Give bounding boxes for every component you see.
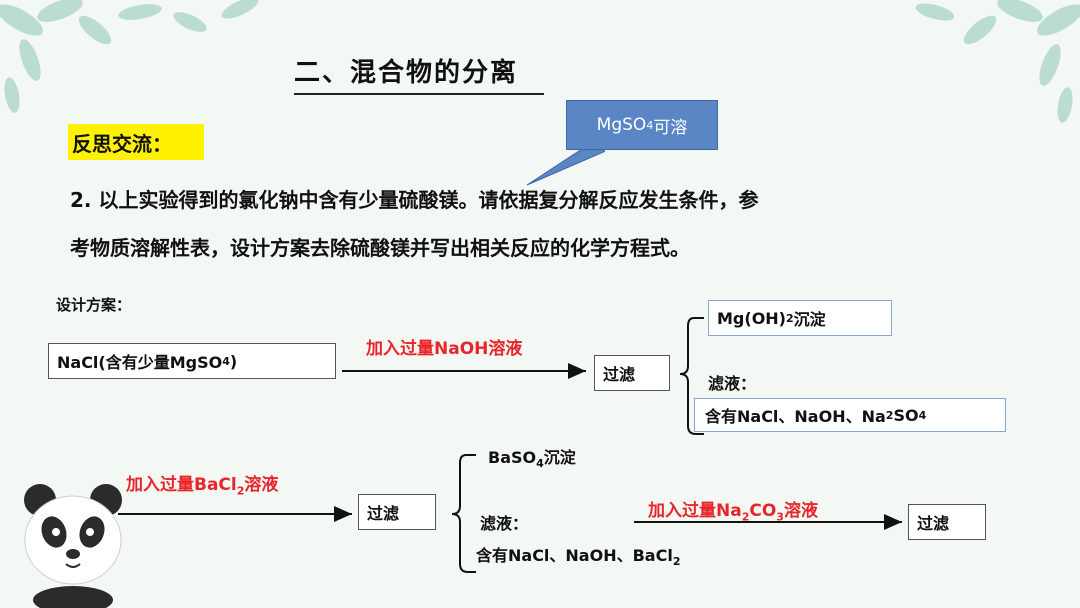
callout-text: MgSO	[596, 115, 647, 135]
filtrate-contents-1: 含有NaCl、NaOH、Na	[705, 407, 886, 426]
question-line-2: 考物质溶解性表，设计方案去除硫酸镁并写出相关反应的化学方程式。	[70, 236, 690, 260]
mgoh2-precipitate-word: 沉淀	[793, 310, 826, 329]
filtrate-label-2: 滤液：	[480, 514, 529, 533]
leaf-decoration-left	[0, 0, 259, 113]
reagent-naoh-label: 加入过量NaOH溶液	[366, 339, 523, 359]
filtrate-subscript-1a: 2	[885, 408, 894, 422]
brace-step1	[679, 317, 704, 435]
reagent-na2co3-subscript-2: 3	[776, 510, 784, 524]
reagent-na2co3-text: 加入过量Na	[648, 501, 742, 521]
reagent-bacl2-label: 加入过量BaCl2溶液	[126, 470, 278, 497]
question-line-1: 2. 以上实验得到的氯化钠中含有少量硫酸镁。请依据复分解反应发生条件，参	[70, 188, 759, 212]
filtrate-subscript-1b: 4	[918, 408, 927, 422]
baso4-precipitate-word: 沉淀	[543, 448, 576, 467]
callout-subscript: 4	[646, 118, 654, 132]
reagent-na2co3-text-b: CO	[749, 501, 777, 521]
reagent-na2co3-solution: 溶液	[783, 501, 818, 521]
filter-box-3: 过滤	[908, 504, 986, 540]
reagent-na2co3-label: 加入过量Na2CO3溶液	[648, 496, 818, 523]
filtrate-contents-1b: SO	[893, 405, 919, 425]
reagent-na2co3-subscript-1: 2	[741, 510, 750, 524]
filtrate-contents-2: 含有NaCl、NaOH、BaCl2	[476, 542, 680, 568]
start-mixture-close: )	[229, 351, 238, 371]
question-text: 2. 以上实验得到的氯化钠中含有少量硫酸镁。请依据复分解反应发生条件，参 考物质…	[70, 176, 1010, 272]
section-label: 反思交流：	[68, 124, 204, 160]
filtrate-contents-2-text: 含有NaCl、NaOH、BaCl	[476, 546, 673, 565]
plan-label: 设计方案：	[56, 296, 132, 314]
filtrate-subscript-2: 2	[672, 555, 681, 569]
baso4-precipitate-label: BaSO4沉淀	[488, 444, 576, 470]
mgoh2-label: Mg(OH)	[717, 308, 786, 328]
baso4-subscript: 4	[536, 457, 544, 471]
reagent-bacl2-subscript: 2	[236, 484, 245, 498]
panda-mascot-icon	[24, 484, 122, 608]
baso4-label: BaSO	[488, 448, 537, 467]
leaf-decoration-right	[915, 0, 1080, 123]
start-mixture-subscript: 4	[222, 354, 230, 368]
filtrate-label-1: 滤液：	[708, 374, 757, 393]
reagent-bacl2-text: 加入过量BaCl	[126, 475, 237, 495]
filter-box-2: 过滤	[358, 494, 436, 530]
callout-pointer	[526, 147, 605, 186]
reagent-bacl2-solution: 溶液	[244, 475, 279, 495]
filter-box-1: 过滤	[594, 355, 670, 391]
mgoh2-subscript: 2	[786, 311, 794, 325]
page-title: 二、混合物的分离	[294, 52, 544, 95]
start-mixture-label: NaCl(含有少量MgSO	[57, 353, 223, 372]
brace-step2	[451, 454, 476, 573]
callout-suffix: 可溶	[653, 117, 688, 138]
